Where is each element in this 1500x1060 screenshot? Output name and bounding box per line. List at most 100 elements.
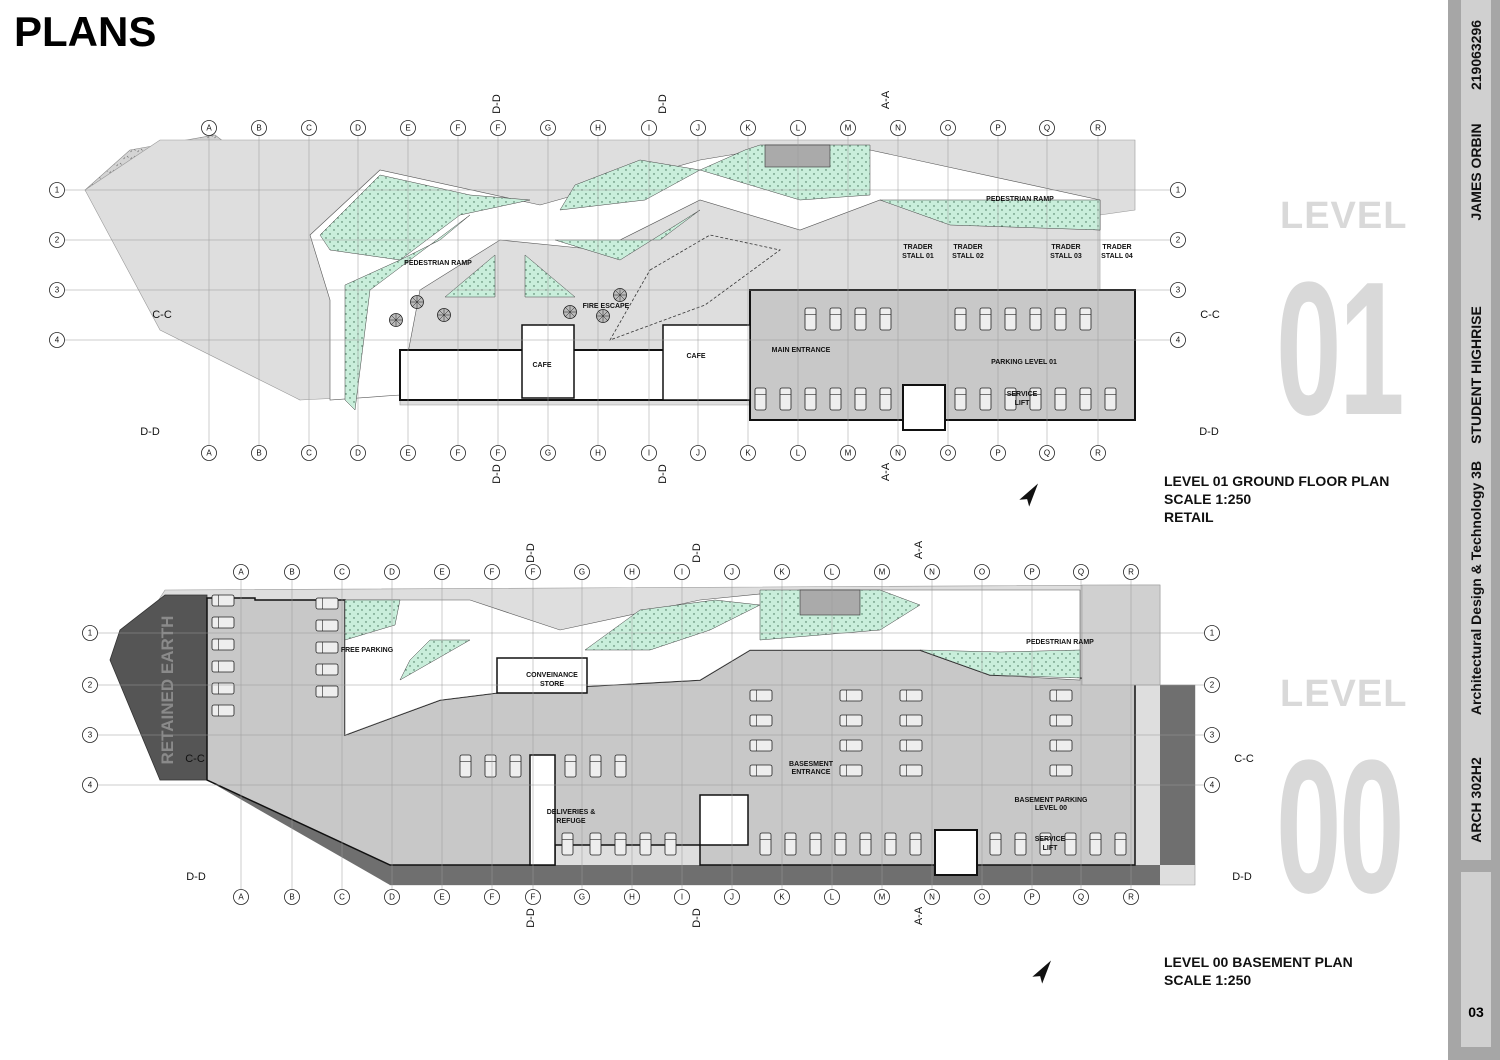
north-arrow-icon [1032,960,1052,984]
grid-column-label: K [745,124,751,133]
grid-bubble [82,727,98,743]
grid-column-label: E [439,893,444,902]
label-trader-stall: STALL 01 [902,253,934,260]
grid-row-label: 3 [1176,286,1181,295]
label-convenience-store: CONVEINANCE [526,672,578,679]
grid-bubble [201,445,217,461]
label-main-entrance: MAIN ENTRANCE [772,347,831,354]
label-trader-stall: TRADER [953,244,982,251]
car-icon [879,387,892,411]
car-icon [664,832,677,856]
grid-column-label: Q [1044,449,1050,458]
car-icon [779,387,792,411]
grid-bubble [574,564,590,580]
landscape-strip [344,214,471,411]
section-mark-label: D-D [691,908,703,928]
label-fire-escape: FIRE ESCAPE [583,303,630,310]
grid-column-label: G [545,124,551,133]
car-icon [1049,714,1073,727]
grid-bubble [525,564,541,580]
grid-bubble [574,889,590,905]
car-icon [1054,387,1067,411]
grid-bubble [1170,282,1186,298]
car-icon [1079,307,1092,331]
grid-bubble [724,889,740,905]
grid-bubble [434,564,450,580]
grid-bubble [590,120,606,136]
landscape-strip [344,599,401,641]
grid-column-label: N [895,124,901,133]
car-icon [1014,832,1027,856]
grid-bubble [1170,332,1186,348]
grid-column-label: P [1029,568,1034,577]
car-icon [211,682,235,695]
grid-column-label: A [206,124,212,133]
label-basement-entrance: ENTRANCE [792,769,831,776]
grid-column-label: Q [1078,568,1084,577]
grid-column-label: I [681,568,683,577]
label-basement-parking: BASEMENT PARKING [1015,797,1089,804]
grid-column-label: N [929,568,935,577]
grid-column-label: H [595,124,601,133]
car-icon [899,714,923,727]
level-00-heading: LEVEL [1280,673,1408,715]
grid-column-label: P [995,124,1000,133]
stair-hatch [799,589,861,616]
grid-column-label: E [439,568,444,577]
section-mark-label: D-D [491,94,503,114]
car-icon [979,387,992,411]
car-icon [859,832,872,856]
section-mark-label: D-D [691,543,703,563]
grid-bubble [1204,625,1220,641]
grid-column-label: A [238,568,244,577]
car-icon [754,387,767,411]
grid-column-label: E [405,124,410,133]
grid-bubble [484,564,500,580]
grid-column-label: C [306,124,312,133]
grid-bubble [674,564,690,580]
car-icon [1029,307,1042,331]
grid-bubble [940,120,956,136]
grid-row-label: 2 [1210,681,1215,690]
convenience-store [496,657,588,694]
grid-column-label: O [979,568,985,577]
level-00-caption: LEVEL 00 BASEMENT PLAN SCALE 1:250 [1164,953,1353,989]
grid-column-label: I [681,893,683,902]
grid-bubble [1204,727,1220,743]
caption-scale: SCALE 1:250 [1164,491,1252,507]
caption-use: RETAIL [1164,509,1214,525]
car-icon [909,832,922,856]
grid-bubble [874,564,890,580]
label-trader-stall: TRADER [1102,244,1131,251]
label-trader-stall: TRADER [1051,244,1080,251]
grid-column-label: C [339,568,345,577]
course-name: Architectural Design & Technology 3B [1468,460,1484,716]
grid-bubble [334,564,350,580]
car-icon [315,641,339,654]
label-service-lift: LIFT [1015,400,1030,407]
grid-column-label: B [289,568,294,577]
car-icon [1004,307,1017,331]
car-icon [211,638,235,651]
label-service-lift: LIFT [1043,845,1058,852]
tree-icon [410,295,424,309]
section-mark-label: D-D [525,543,537,563]
car-icon [829,387,842,411]
section-mark-label: D-D [657,94,669,114]
section-mark-label: C-C [1234,753,1254,765]
grid-column-label: I [648,124,650,133]
car-icon [589,754,602,778]
tree-icon [613,288,627,302]
grid-column-label: E [405,449,410,458]
grid-column-label: Q [1078,893,1084,902]
grid-column-label: M [845,449,852,458]
grid-column-label: M [879,893,886,902]
grid-bubble [1170,182,1186,198]
car-icon [211,594,235,607]
car-icon [315,619,339,632]
grid-bubble [233,564,249,580]
grid-column-label: F [496,449,501,458]
section-mark-label: D-D [1199,426,1219,438]
grid-bubble [334,889,350,905]
